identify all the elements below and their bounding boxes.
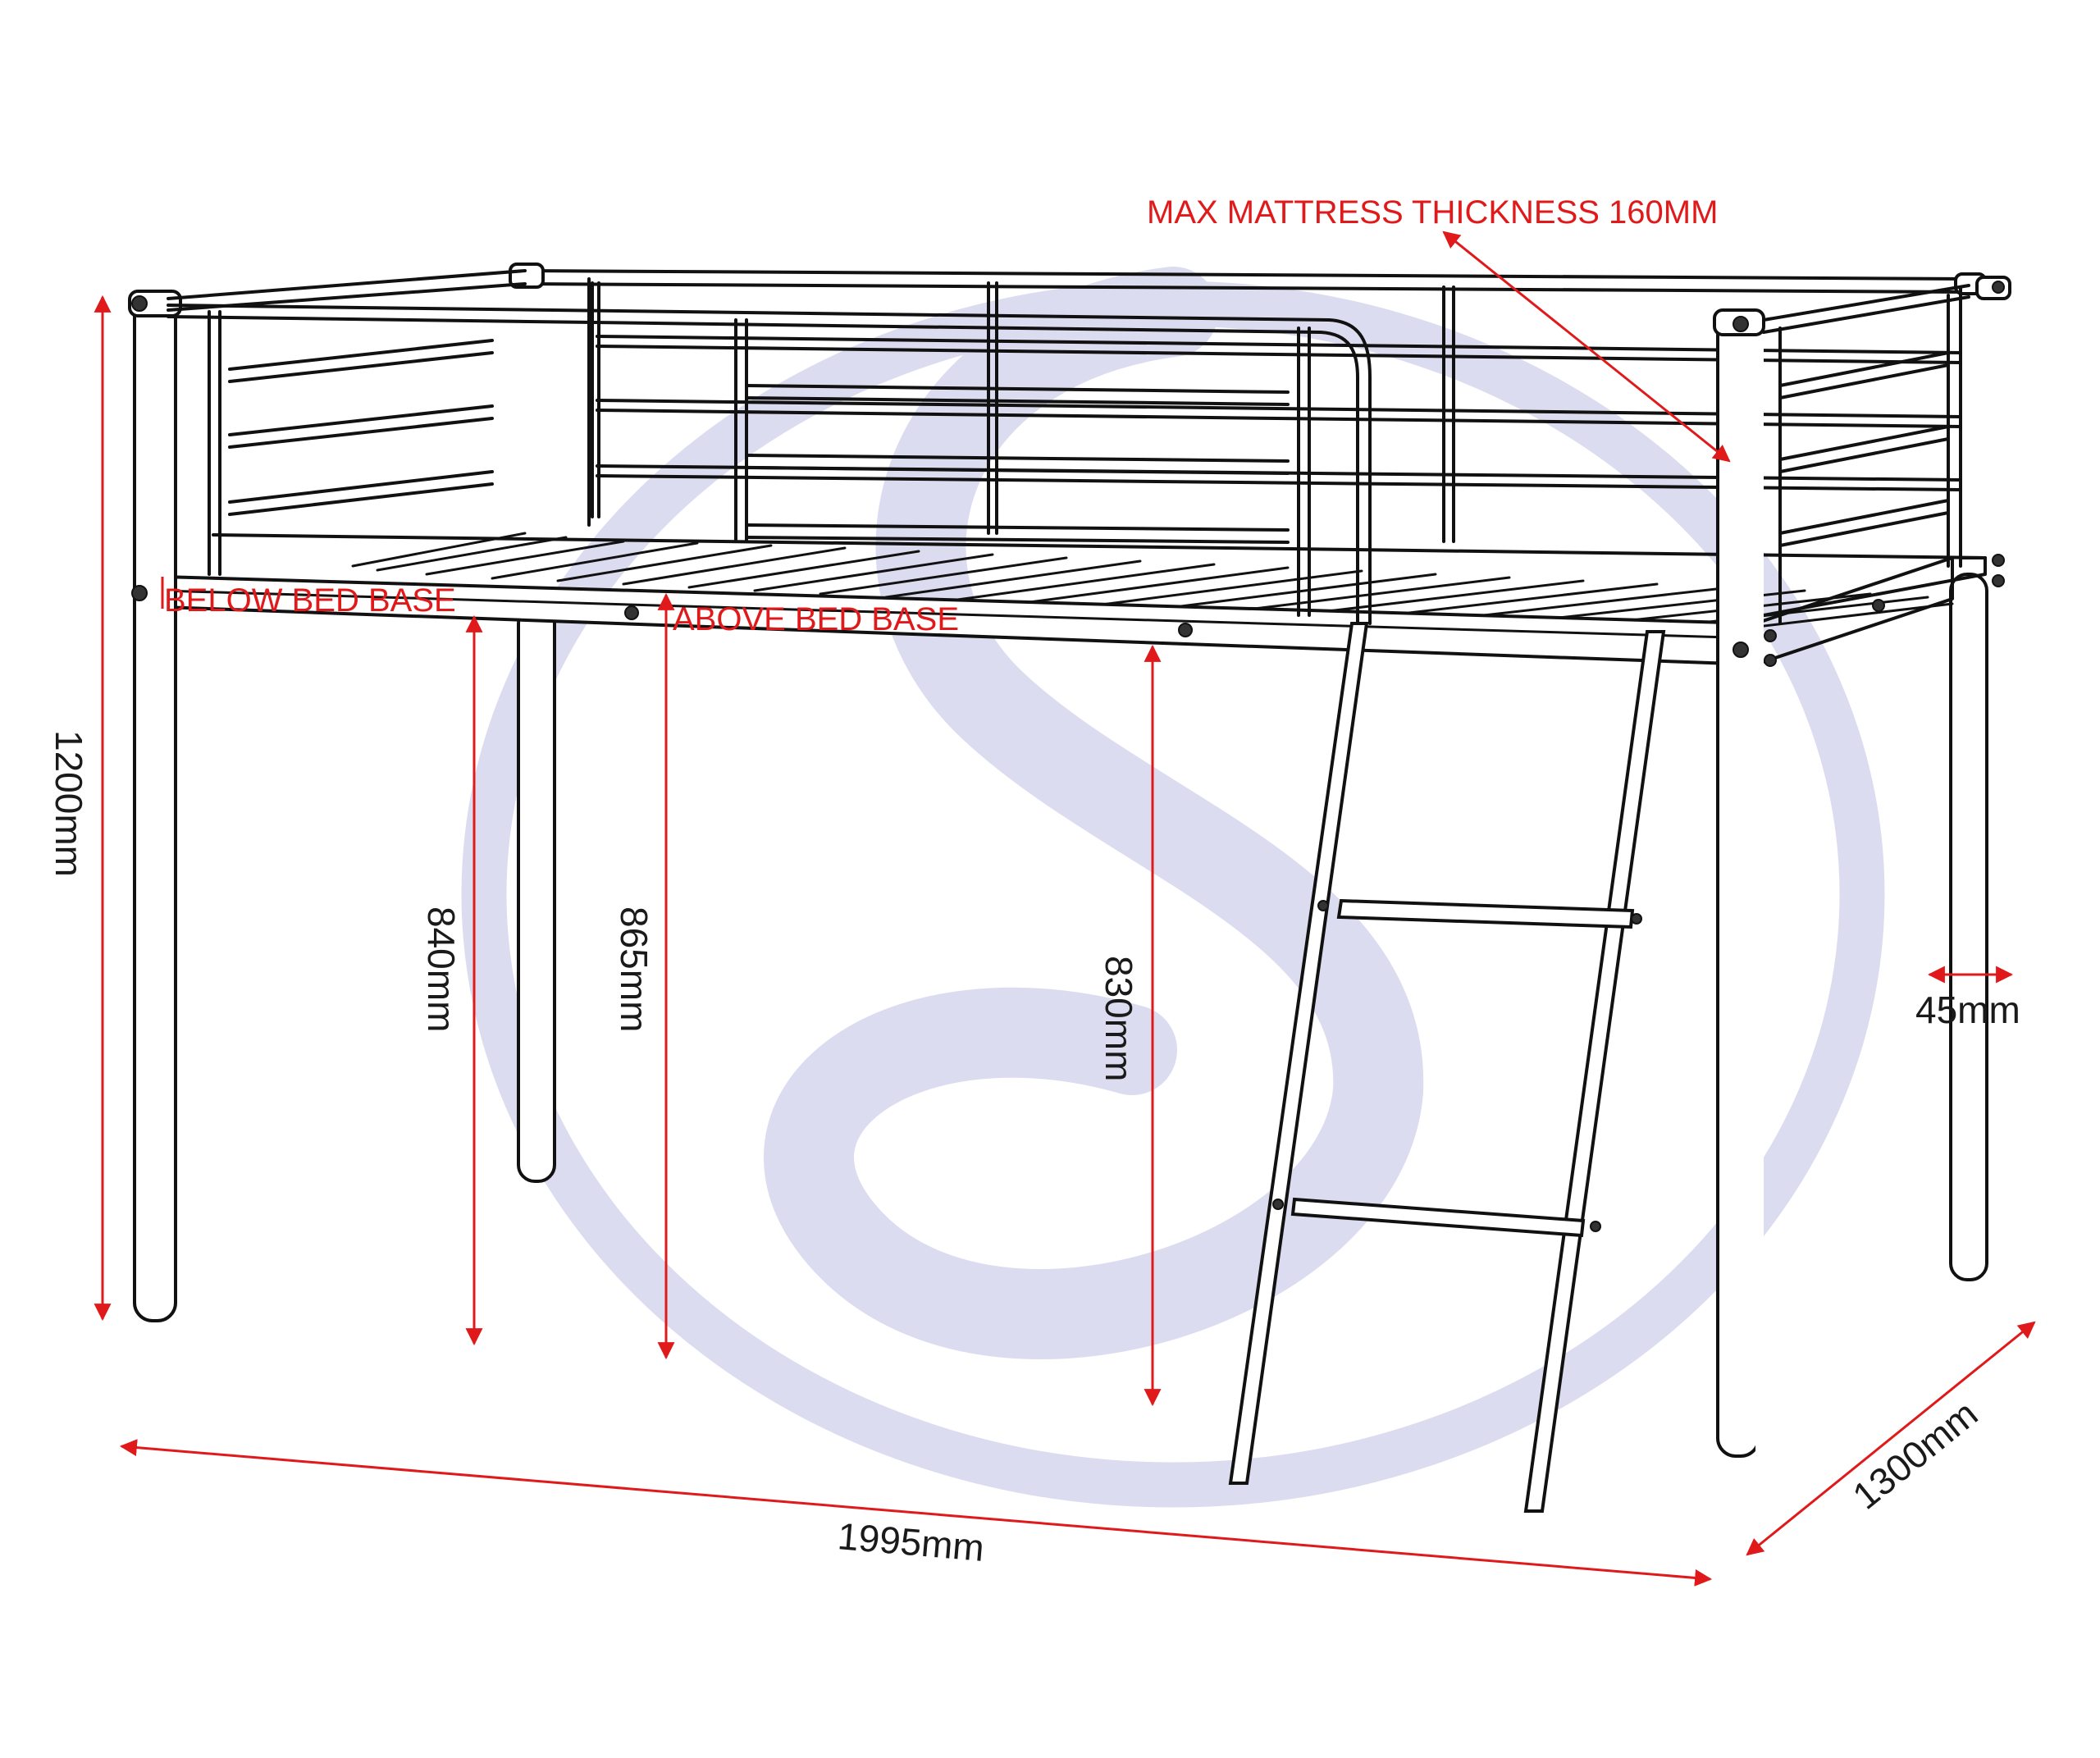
- below-bed-base-label: BELOW BED BASE: [164, 582, 456, 619]
- ladder-rung-upper: [1336, 898, 1635, 929]
- front-left-leg: [133, 295, 177, 1322]
- front-top-rail: [167, 304, 1372, 625]
- width-label: 1300mm: [1845, 1392, 1986, 1518]
- width-arrow: [1746, 1321, 2036, 1556]
- max-mattress-label: MAX MATTRESS THICKNESS 160MM: [1147, 194, 1718, 231]
- below-base-height-label: 840mm: [420, 906, 463, 1032]
- length-arrow: [119, 1439, 1713, 1587]
- leg-width-label: 45mm: [1915, 989, 2020, 1031]
- mattress-arrow: [1442, 231, 1731, 463]
- under-frame-height-label: 830mm: [1098, 956, 1140, 1081]
- front-guard-bars: [228, 339, 1290, 544]
- labels: MAX MATTRESS THICKNESS 160MM BELOW BED B…: [48, 194, 2020, 1569]
- front-right-leg: [1716, 313, 1760, 1458]
- above-bed-base-label: ABOVE BED BASE: [673, 601, 959, 637]
- ladder-rung-lower: [1290, 1197, 1586, 1238]
- above-base-height-label: 865mm: [613, 906, 655, 1032]
- ladder: [1228, 622, 1666, 1513]
- bolts: [131, 281, 2005, 667]
- length-label: 1995mm: [836, 1514, 986, 1569]
- back-right-leg: [1949, 573, 1988, 1281]
- bed-frame: [128, 263, 2011, 1458]
- dimension-lines: [94, 231, 2036, 1587]
- back-top-rail: [523, 269, 1970, 281]
- back-left-leg: [517, 605, 556, 1183]
- height-label: 1200mm: [48, 730, 90, 877]
